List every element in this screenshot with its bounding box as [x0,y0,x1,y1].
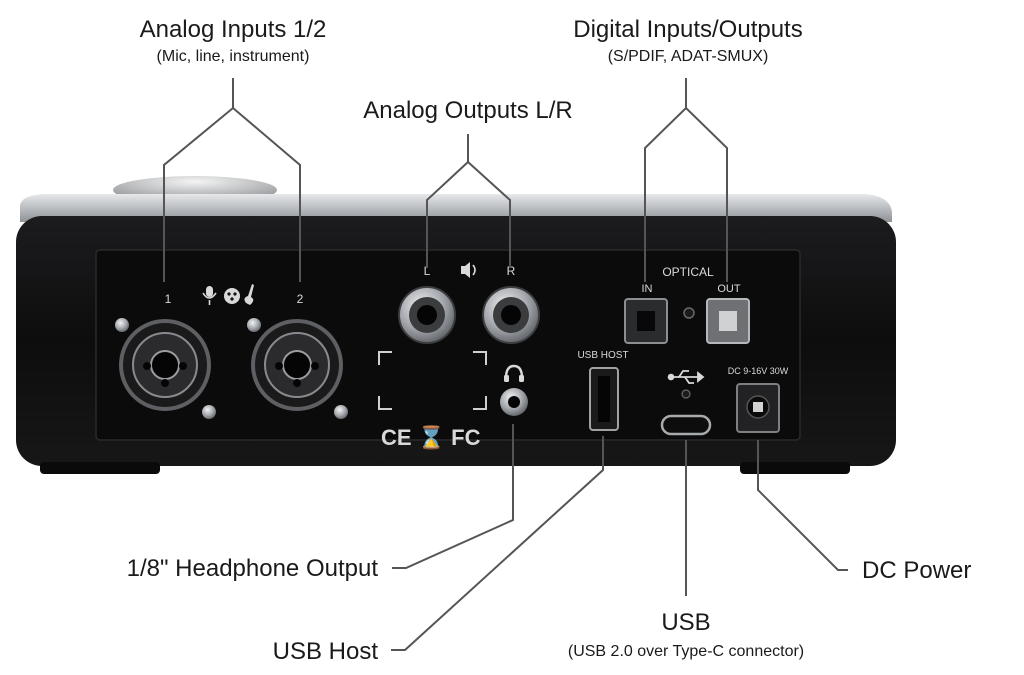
optical-in-port [624,298,668,344]
output-jack-left [398,286,456,344]
mic-xlr-guitar-icon [202,284,254,305]
usb-status-led [681,389,691,399]
leader-headphone [392,424,514,569]
usb-host-port [589,367,619,431]
optical-status-led [683,307,695,319]
leader-usb-host [391,436,604,651]
output-l-label: L [424,264,431,278]
headphone-jack [500,388,528,416]
callout-dc-power-title: DC Power [862,557,971,584]
callout-usb-host-title: USB Host [273,638,379,665]
speaker-icon [461,262,476,278]
input-2-label: 2 [297,292,304,306]
dc-rating-label: DC 9-16V 30W [728,366,789,376]
callout-analog-outputs-title: Analog Outputs L/R [363,97,572,124]
callout-headphone-title: 1/8" Headphone Output [127,555,379,582]
callout-analog-inputs-title: Analog Inputs 1/2 [140,16,327,43]
device-top-edge [20,194,892,222]
leader-lines [163,78,848,651]
usb-host-label: USB HOST [577,350,628,361]
leader-dc-power [757,440,848,571]
optical-out-port [706,298,750,344]
input-1-label: 1 [165,292,172,306]
optical-label: OPTICAL [662,265,714,279]
output-r-label: R [507,264,516,278]
callout-analog-inputs-subtitle: (Mic, line, instrument) [157,48,310,65]
combo-jack-1 [115,318,216,419]
headphone-icon [504,364,524,382]
left-foot [40,462,160,474]
callout-digital-io-subtitle: (S/PDIF, ADAT-SMUX) [608,48,769,65]
callout-usb-title: USB [661,609,710,636]
combo-jack-2 [247,318,348,419]
usb-c-port [660,414,712,436]
right-foot [740,462,850,474]
bracket-marks [378,351,487,410]
optical-out-label: OUT [717,283,741,295]
optical-in-label: IN [642,283,653,295]
dc-power-jack [736,383,780,433]
callout-digital-io-title: Digital Inputs/Outputs [573,16,802,43]
usb-symbol-icon [667,370,705,384]
output-jack-right [482,286,540,344]
certification-marks: CE ⌛ FC [381,425,481,450]
callout-usb-subtitle: (USB 2.0 over Type-C connector) [568,643,804,660]
